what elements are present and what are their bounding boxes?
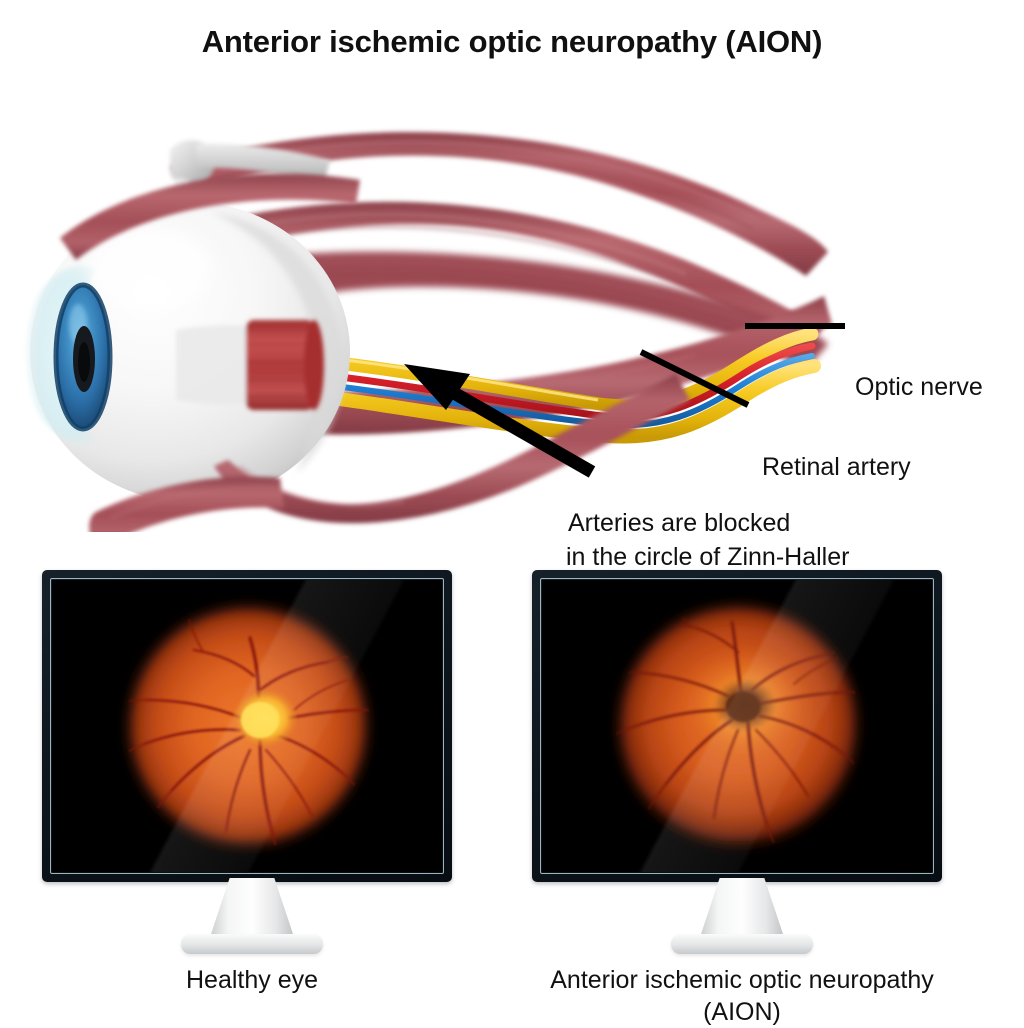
- monitor-stand-base: [671, 934, 813, 954]
- page-title: Anterior ischemic optic neuropathy (AION…: [201, 24, 823, 59]
- caption-line1: Anterior ischemic optic neuropathy: [550, 966, 934, 994]
- inferior-rectus-muscle: [214, 374, 690, 524]
- monitor-screen: [52, 580, 442, 872]
- monitor-frame: [532, 570, 942, 882]
- monitor-stand-neck: [699, 878, 785, 940]
- retrobulbar-muscle-cone: [300, 251, 828, 370]
- caption-line2: (AION): [703, 998, 781, 1026]
- caption-line1: Healthy eye: [185, 966, 319, 994]
- monitor-stand-neck: [209, 878, 295, 940]
- eye-anatomy-illustration: Optic nerve Retinal artery Arteries are …: [0, 62, 1024, 571]
- healthy-fundus-photograph: [52, 580, 442, 872]
- optic-nerve-sheath-lower: [325, 359, 821, 444]
- monitor-healthy-eye: Healthy eye: [42, 560, 462, 1024]
- eye-anatomy-svg: [25, 132, 845, 532]
- anterior-muscle-strap: [60, 173, 690, 532]
- superior-oblique-band: [96, 201, 822, 354]
- blocked-arteries-arrow: [404, 364, 596, 478]
- label-arteries-blocked: Arteries are blocked in the circle of Zi…: [566, 506, 988, 574]
- monitor-screen: [542, 580, 932, 872]
- caption-healthy-eye: Healthy eye: [12, 964, 492, 996]
- monitor-frame: [42, 570, 452, 882]
- label-retinal-artery: Retinal artery: [762, 453, 911, 481]
- label-arteries-blocked-line1: Arteries are blocked: [568, 509, 791, 537]
- monitor-stand-base: [181, 934, 323, 954]
- label-arteries-blocked-line2: in the circle of Zinn-Haller: [566, 543, 850, 571]
- aion-fundus-photograph: [542, 580, 932, 872]
- eyeball-group: [25, 202, 350, 502]
- label-optic-nerve: Optic nerve: [855, 373, 983, 401]
- fundus-comparison-row: Healthy eye: [0, 560, 1024, 1026]
- monitor-aion-eye: Anterior ischemic optic neuropathy (AION…: [532, 560, 952, 1026]
- callout-leader-lines: [404, 323, 845, 478]
- caption-aion-eye: Anterior ischemic optic neuropathy (AION…: [502, 964, 982, 1028]
- retinal-artery-leader-line: [639, 349, 750, 408]
- rectus-muscle-insertion: [176, 320, 324, 410]
